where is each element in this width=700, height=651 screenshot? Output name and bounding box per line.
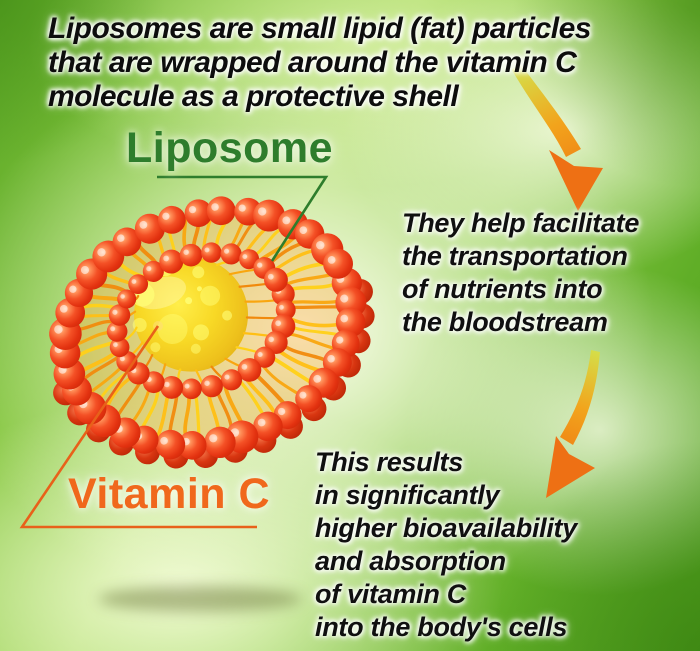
results-line-5: of vitamin C — [315, 579, 466, 609]
transport-line-2: the transportation — [402, 241, 628, 271]
results-line-1: This results — [315, 447, 463, 477]
transport-line-4: the bloodstream — [402, 307, 608, 337]
curved-arrow-down-left-icon — [546, 350, 600, 498]
headline-line-1: Liposomes are small lipid (fat) particle… — [48, 12, 592, 45]
results-line-4: and absorption — [315, 546, 506, 576]
ground-shadow — [98, 586, 302, 612]
results-callout: This results in significantly higher bio… — [315, 446, 695, 644]
transport-line-1: They help facilitate — [402, 208, 640, 238]
results-line-2: in significantly — [315, 480, 500, 510]
vitamin-c-label: Vitamin C — [68, 470, 271, 518]
vitamin-c-pointer-line — [19, 325, 257, 529]
transport-line-3: of nutrients into — [402, 274, 603, 304]
headline-line-3: molecule as a protective shell — [48, 80, 459, 113]
curved-arrow-down-icon — [512, 62, 603, 211]
results-line-6: into the body's cells — [315, 612, 568, 642]
liposome-pointer-line — [157, 175, 329, 262]
transport-callout: They help facilitate the transportation … — [402, 207, 692, 339]
headline-text: Liposomes are small lipid (fat) particle… — [48, 12, 693, 114]
liposome-illustration — [49, 196, 375, 469]
results-line-3: higher bioavailability — [315, 513, 577, 543]
liposome-body — [49, 196, 375, 469]
liposome-label: Liposome — [126, 124, 334, 172]
headline-line-2: that are wrapped around the vitamin C — [48, 46, 577, 79]
